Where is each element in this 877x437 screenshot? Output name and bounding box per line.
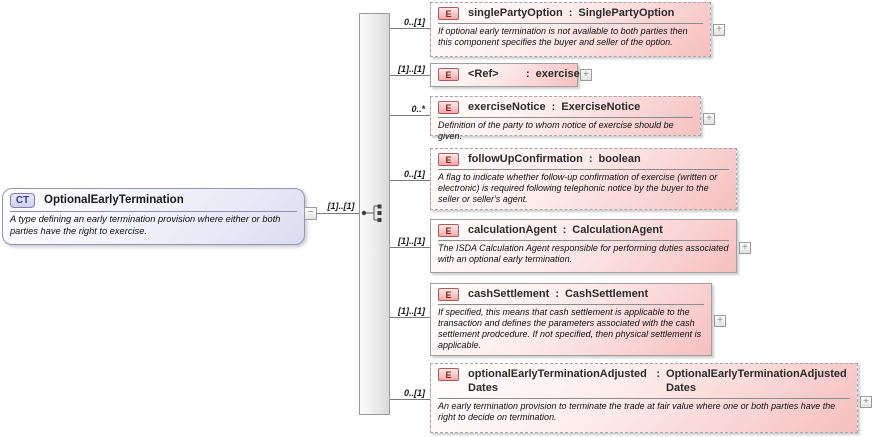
complex-type-badge: CT xyxy=(10,193,35,208)
connector-line xyxy=(390,180,430,181)
element-type: OptionalEarlyTerminationAdjustedDates xyxy=(666,368,847,394)
element-name: exerciseNotice xyxy=(468,101,546,113)
colon-separator: : xyxy=(551,101,556,113)
element-name: cashSettlement xyxy=(468,288,550,300)
expand-button[interactable]: + xyxy=(739,242,751,254)
expand-button[interactable]: + xyxy=(703,113,715,125)
element-annotation: The ISDA Calculation Agent responsible f… xyxy=(438,243,729,264)
cardinality-label: [1]..[1] xyxy=(327,201,355,211)
element-annotation: If optional early termination is not ava… xyxy=(438,26,688,47)
cardinality-label: [1]..[1] xyxy=(398,306,425,316)
element-name: optionalEarlyTerminationAdjustedDates xyxy=(468,368,647,394)
element-badge: E xyxy=(438,101,459,114)
colon-separator: : xyxy=(568,7,573,19)
cardinality-label: 0..* xyxy=(411,104,425,114)
element-box-calculationAgent[interactable]: E calculationAgent : CalculationAgent Th… xyxy=(430,219,751,273)
element-box-exerciseNotice[interactable]: E exerciseNotice : ExerciseNotice Defini… xyxy=(430,96,715,141)
complex-type-title: OptionalEarlyTermination xyxy=(44,194,184,206)
element-type: exercise xyxy=(535,68,580,80)
element-name: singlePartyOption xyxy=(468,7,563,19)
sequence-icon xyxy=(361,204,382,222)
colon-separator: : xyxy=(526,68,530,80)
element-badge: E xyxy=(438,368,459,381)
separator-line xyxy=(438,117,693,118)
element-type: boolean xyxy=(598,153,641,165)
element-annotation: An early termination provision to termin… xyxy=(438,401,836,422)
collapse-button[interactable]: − xyxy=(304,207,317,220)
cardinality-label: [1]..[1] xyxy=(398,236,425,246)
cardinality-label: 0..[1] xyxy=(403,388,425,398)
expand-button[interactable]: + xyxy=(580,69,592,81)
element-type: ExerciseNotice xyxy=(561,101,641,113)
element-annotation: A flag to indicate whether follow-up con… xyxy=(438,172,718,204)
connector-line xyxy=(390,28,430,29)
element-box-cashSettlement[interactable]: E cashSettlement : CashSettlement If spe… xyxy=(430,283,726,356)
element-badge: E xyxy=(438,68,459,81)
element-annotation: If specified, this means that cash settl… xyxy=(438,307,702,350)
element-box-exercise-ref[interactable]: E <Ref> : exercise + xyxy=(430,63,592,87)
connector-line xyxy=(390,75,430,76)
separator-line xyxy=(438,23,703,24)
colon-separator: : xyxy=(656,368,661,380)
element-name: calculationAgent xyxy=(468,224,557,236)
separator-line xyxy=(438,240,729,241)
expand-button[interactable]: + xyxy=(714,315,726,327)
element-annotation: Definition of the party to whom notice o… xyxy=(438,120,674,141)
element-badge: E xyxy=(438,288,459,301)
element-type: SinglePartyOption xyxy=(578,7,675,19)
element-badge: E xyxy=(438,153,459,166)
separator-line xyxy=(438,169,729,170)
element-box-followUpConfirmation[interactable]: E followUpConfirmation : boolean A flag … xyxy=(430,148,737,210)
expand-button[interactable]: + xyxy=(713,24,725,36)
colon-separator: : xyxy=(588,153,593,165)
element-type: CashSettlement xyxy=(564,288,649,300)
element-type: CalculationAgent xyxy=(572,224,663,236)
element-badge: E xyxy=(438,224,459,237)
complex-type-box[interactable]: CT OptionalEarlyTermination A type defin… xyxy=(2,188,305,245)
connector-line xyxy=(390,247,430,248)
separator-line xyxy=(10,211,297,212)
connector-line xyxy=(390,115,430,116)
colon-separator: : xyxy=(562,224,567,236)
cardinality-label: 0..[1] xyxy=(403,17,425,27)
cardinality-label: 0..[1] xyxy=(403,169,425,179)
element-name: followUpConfirmation xyxy=(468,153,583,165)
complex-type-annotation: A type defining an early termination pro… xyxy=(10,214,281,236)
element-name: <Ref> xyxy=(468,68,499,80)
connector-line xyxy=(390,399,430,400)
connector-line xyxy=(390,317,430,318)
colon-separator: : xyxy=(555,288,559,300)
separator-line xyxy=(438,304,704,305)
expand-button[interactable]: + xyxy=(860,396,872,408)
separator-line xyxy=(438,398,850,399)
cardinality-label: [1]..[1] xyxy=(398,64,425,74)
connector-line xyxy=(317,213,362,214)
element-box-optionalEarlyTerminationAdjustedDates[interactable]: E optionalEarlyTerminationAdjustedDates … xyxy=(430,363,872,433)
element-box-singlePartyOption[interactable]: E singlePartyOption : SinglePartyOption … xyxy=(430,2,725,57)
element-badge: E xyxy=(438,7,459,20)
